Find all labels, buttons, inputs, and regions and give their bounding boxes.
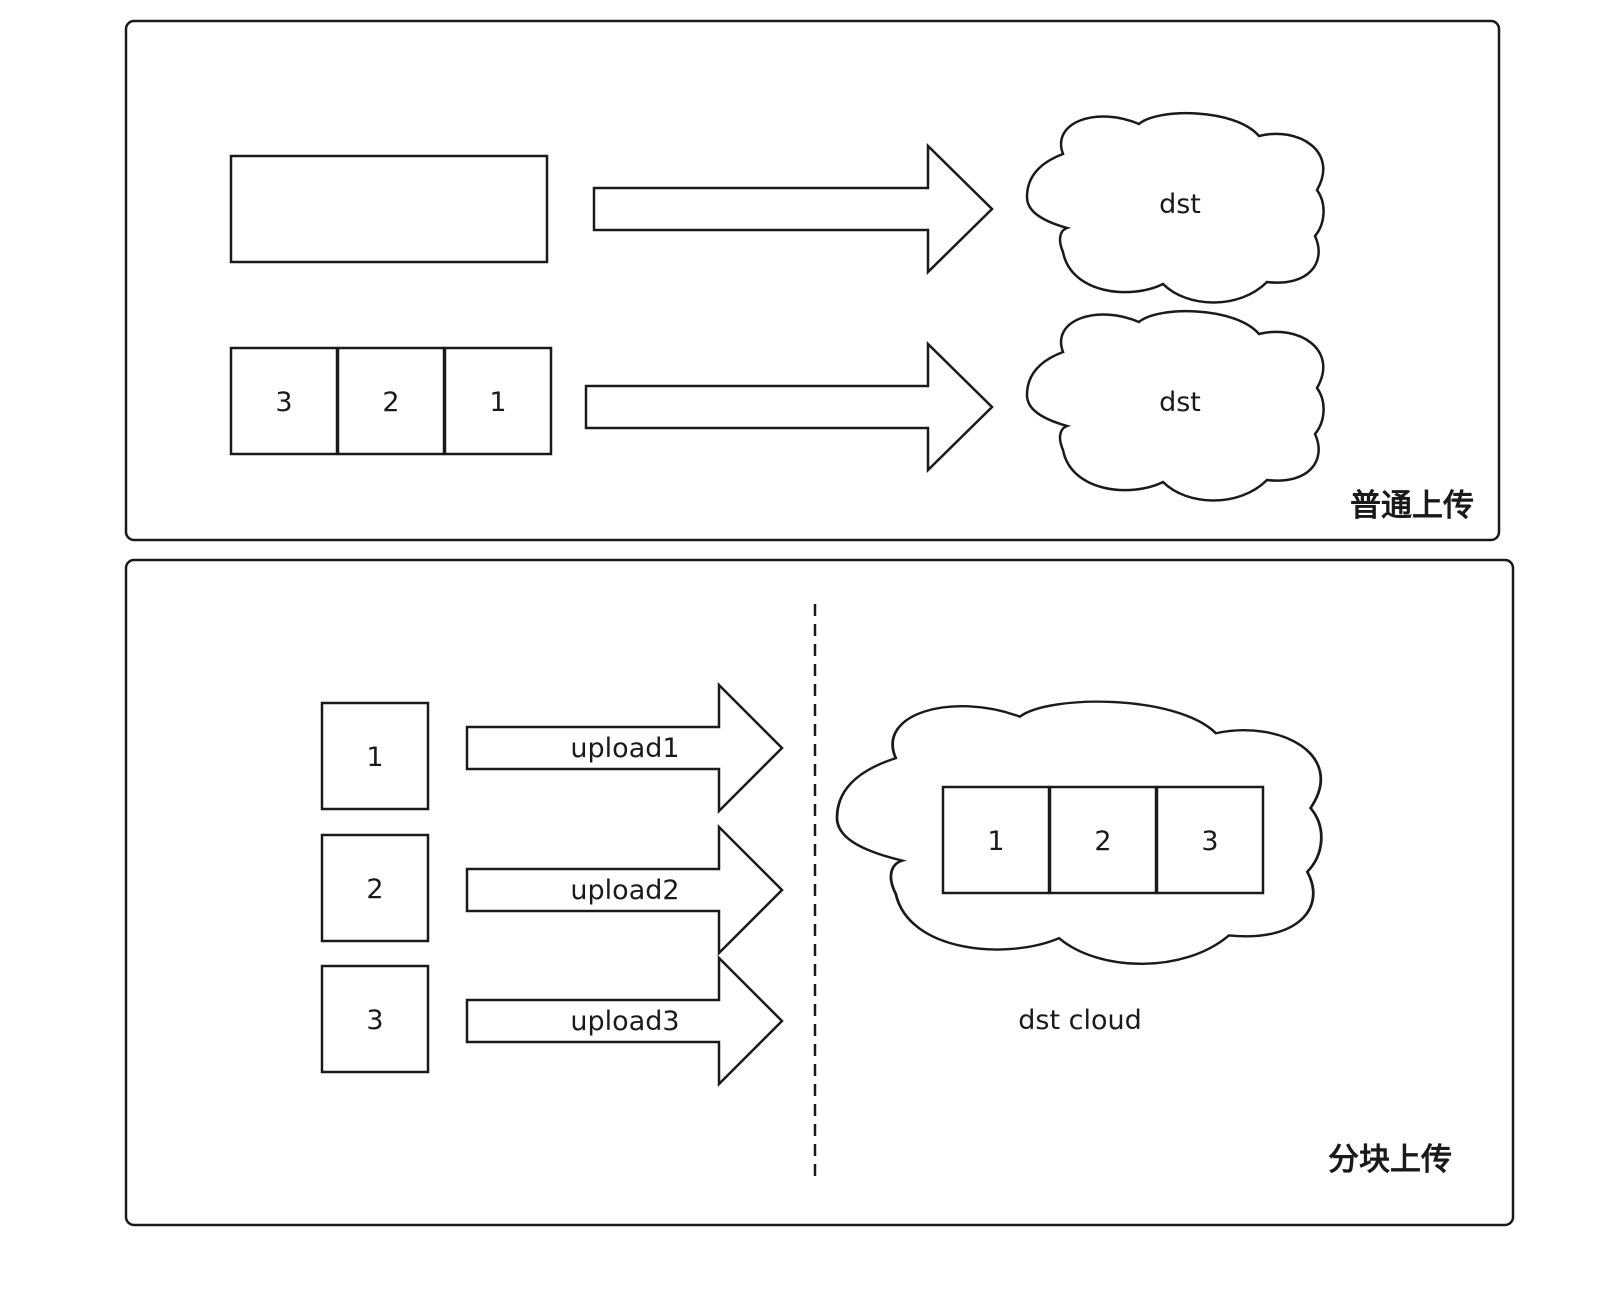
whole-file-block — [229, 154, 549, 264]
cloud-label: dst — [1159, 189, 1201, 220]
cloud-label: dst — [1159, 387, 1201, 418]
chunk-label: 2 — [366, 874, 383, 905]
chunk-block-2 — [320, 833, 430, 943]
arrow-label: upload3 — [570, 1006, 679, 1037]
panel-title: 普通上传 — [1350, 488, 1474, 524]
upload-arrow — [584, 341, 994, 473]
block-label: 1 — [987, 826, 1004, 857]
chunk-label: 1 — [366, 742, 383, 773]
merged-block-3 — [1155, 785, 1265, 895]
panel-chunked-upload: 1 2 3 upload1 upload2 upload3 1 2 3 dst … — [124, 558, 1515, 1227]
chunk-label: 3 — [366, 1005, 383, 1036]
arrow-label: upload2 — [570, 875, 679, 906]
merged-block-1 — [941, 785, 1051, 895]
panel-normal-upload: dst 3 2 1 dst 普通上传 — [124, 19, 1501, 542]
block-label: 2 — [382, 387, 399, 418]
chunk-block-3 — [320, 964, 430, 1074]
file-block-3 — [229, 346, 339, 456]
upload-arrow-3 — [465, 954, 784, 1088]
arrow-label: upload1 — [570, 733, 679, 764]
block-label: 3 — [1201, 826, 1218, 857]
block-label: 2 — [1094, 826, 1111, 857]
merged-block-2 — [1048, 785, 1158, 895]
upload-arrow-2 — [465, 823, 784, 957]
upload-arrow-1 — [465, 681, 784, 815]
chunk-block-1 — [320, 701, 430, 811]
block-label: 1 — [489, 387, 506, 418]
block-label: 3 — [275, 387, 292, 418]
panel-title: 分块上传 — [1328, 1142, 1452, 1178]
cloud-caption: dst cloud — [1018, 1005, 1142, 1036]
file-block-1 — [443, 346, 553, 456]
upload-arrow — [592, 143, 994, 275]
file-block-2 — [336, 346, 446, 456]
